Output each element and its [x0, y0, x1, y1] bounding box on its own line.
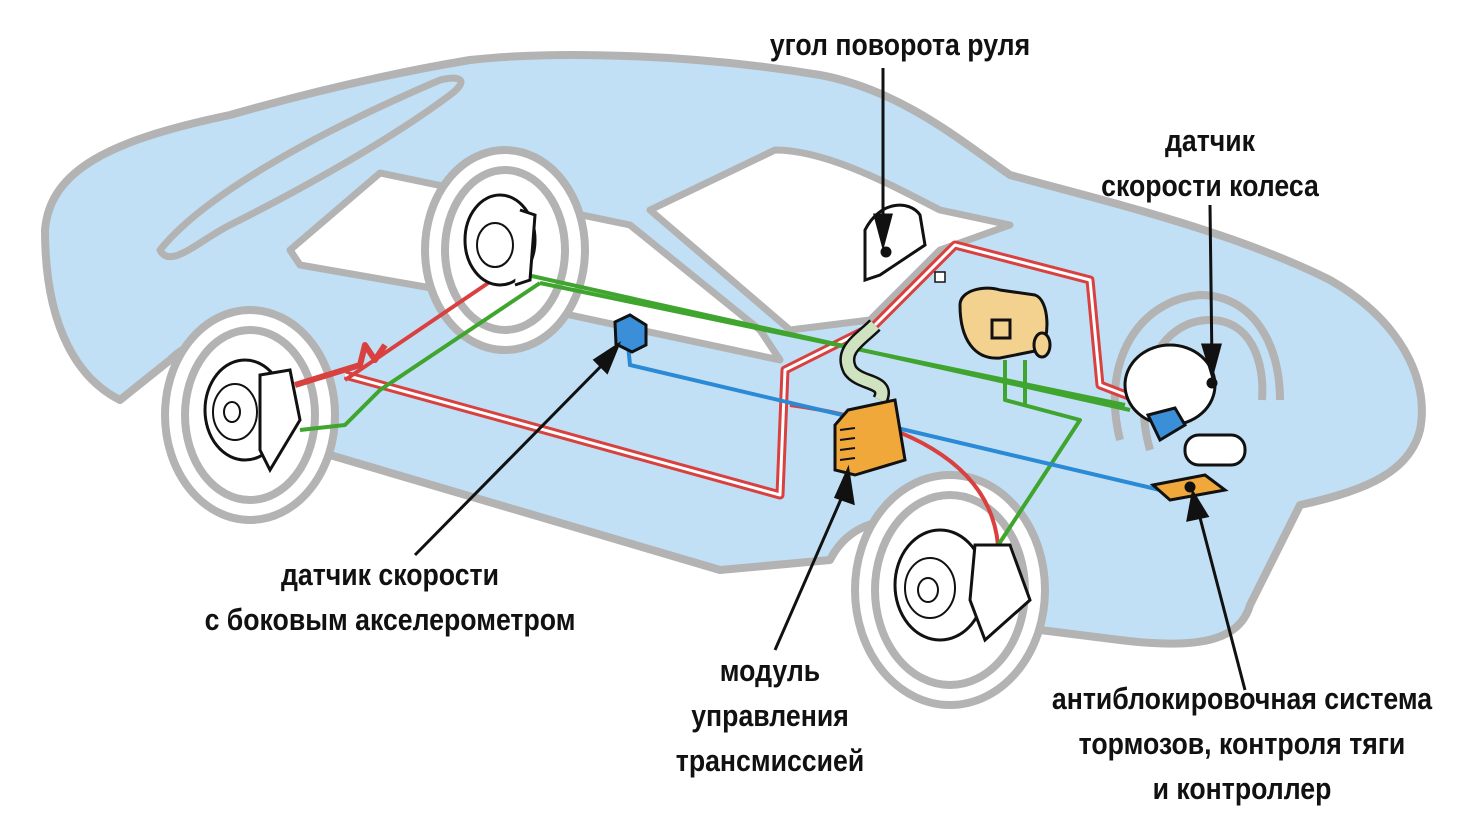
- label-wheel-speed-sensor-line-1: датчик: [1164, 123, 1256, 158]
- brake-line-rear-far: [343, 273, 502, 382]
- brake-line-main-highlight: [344, 243, 1166, 497]
- arrow-yaw-head: [592, 341, 622, 375]
- transmission-module-icon: [833, 319, 907, 477]
- green-line-top-2: [539, 281, 1126, 407]
- rocker-panel: [329, 451, 831, 574]
- arrow-transmission-head: [833, 464, 855, 506]
- label-abs-line-3: и контроллер: [1152, 771, 1332, 806]
- label-transmission-module: модуль управления трансмиссией: [632, 648, 907, 783]
- brake-disc-front-near: [893, 528, 1032, 643]
- label-speed-sensor-accelerometer: датчик скорости с боковым акселерометром: [184, 552, 597, 642]
- label-abs-controller: антиблокировочная система тормозов, конт…: [1034, 676, 1450, 811]
- signal-lines-green: [299, 268, 1131, 552]
- label-speed-sensor-line-2: с боковым акселерометром: [204, 602, 576, 637]
- arrow-yaw: [413, 353, 614, 557]
- brake-booster-icon: [958, 286, 1052, 360]
- wheel-rear-near-inner: [181, 326, 319, 504]
- wheel-rear-far-inner: [441, 166, 569, 334]
- label-abs-line-1: антиблокировочная система: [1051, 681, 1433, 716]
- arrow-steering-head: [873, 213, 893, 251]
- brake-disc-rear-far: [463, 193, 537, 287]
- label-steering-angle-line-1: угол поворота руля: [769, 27, 1031, 62]
- green-line-rear: [299, 281, 542, 432]
- yaw-sensor-icon: [613, 313, 648, 354]
- abs-unit-icon: [1123, 343, 1247, 502]
- label-abs-line-2: тормозов, контроля тяги: [1078, 726, 1406, 761]
- green-line-booster: [993, 360, 1082, 552]
- label-transmission-line-3: трансмиссией: [675, 743, 865, 778]
- rear-window: [156, 74, 465, 261]
- arrow-abs: [1196, 509, 1247, 691]
- pointer-arrows: [413, 68, 1247, 691]
- label-wheel-speed-sensor: датчик скорости колеса: [1081, 118, 1339, 208]
- label-wheel-speed-sensor-line-2: скорости колеса: [1101, 168, 1319, 203]
- label-transmission-line-2: управления: [691, 698, 849, 733]
- wheel-front-far-arc-1: [1110, 290, 1284, 441]
- label-speed-sensor-line-1: датчик скорости: [280, 557, 500, 592]
- arrow-wheel-speed: [1208, 204, 1214, 366]
- arrow-transmission: [773, 489, 847, 651]
- arrow-wheel-speed-head: [1200, 343, 1222, 381]
- brake-line-rear-left: [294, 342, 388, 388]
- label-steering-angle: угол поворота руля: [728, 22, 1072, 67]
- arrow-abs-head: [1186, 488, 1210, 522]
- brake-disc-rear-near: [203, 358, 302, 474]
- dashboard-area: [646, 146, 1014, 334]
- label-transmission-line-1: модуль: [719, 653, 821, 688]
